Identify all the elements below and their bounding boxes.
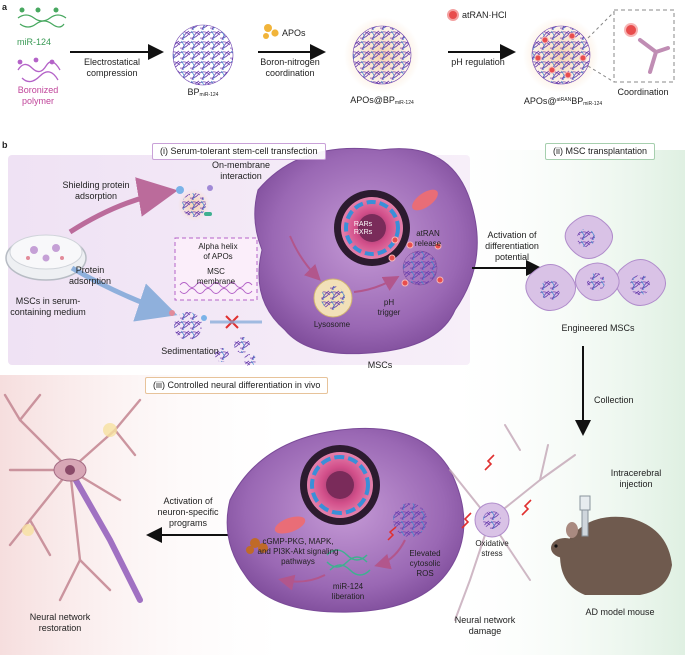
oxidative-label-1: Oxidative xyxy=(475,539,509,548)
intracerebral-label-2: injection xyxy=(619,479,653,489)
sedimentation-label: Sedimentation xyxy=(161,346,219,356)
polymer-label-2: polymer xyxy=(21,96,55,106)
protein-label-1: Protein xyxy=(75,265,105,275)
msc-membrane-label-2: membrane xyxy=(196,277,236,286)
polymer-label-1: Boronized xyxy=(17,85,59,95)
section-ii-tag: (ii) MSC transplantation xyxy=(545,143,656,160)
step1-label-1: Electrostatical xyxy=(83,57,141,67)
atran-release-label-1: atRAN xyxy=(416,229,440,238)
activation-neuron-label-1: Activation of xyxy=(163,496,213,506)
intracerebral-label-1: Intracerebral xyxy=(610,468,662,478)
ph-regulation-label: pH regulation xyxy=(451,57,505,67)
lysosome-label: Lysosome xyxy=(313,320,351,329)
step2-label-1: Boron-nitrogen xyxy=(260,57,320,67)
alpha-helix-label-1: Alpha helix xyxy=(198,242,238,251)
restoration-label-1: Neural network xyxy=(29,612,91,622)
apos-bp-label: APOs@BPmiR-124 xyxy=(350,95,414,106)
on-membrane-label-2: interaction xyxy=(220,171,262,181)
atran-release-label-2: release xyxy=(414,239,442,248)
oxidative-label-2: stress xyxy=(481,549,503,558)
ph-trigger-label-1: pH xyxy=(383,298,395,307)
rars-label-1: RARs xyxy=(353,221,373,228)
pathways-label-1: cGMP-PKG, MAPK, xyxy=(262,537,334,546)
msc-medium-label-1: MSCs in serum- xyxy=(15,296,81,306)
atran-label: atRAN·HCl xyxy=(462,10,507,20)
section-i-tag: (i) Serum-tolerant stem-cell transfectio… xyxy=(152,143,326,160)
mir-label: miR-124 xyxy=(17,37,52,47)
ad-mouse-label: AD model mouse xyxy=(585,607,655,617)
activation-diff-label-1: Activation of xyxy=(487,230,537,240)
pathways-label-3: pathways xyxy=(281,557,315,566)
elevated-ros-label-2: cytosolic xyxy=(409,559,441,568)
section-iii-tag: (iii) Controlled neural differentiation … xyxy=(145,377,329,394)
restoration-label-2: restoration xyxy=(38,623,82,633)
final-product-label: APOs@atRANBPmiR-124 xyxy=(523,96,603,107)
panel-b-letter: b xyxy=(2,140,8,150)
mscs-label: MSCs xyxy=(367,360,393,370)
collection-label: Collection xyxy=(594,395,634,405)
step1-label-2: compression xyxy=(86,68,138,78)
rars-label-2: RXRs xyxy=(353,229,373,236)
on-membrane-label-1: On-membrane xyxy=(211,160,271,170)
panel-a-letter: a xyxy=(2,2,8,12)
neural-damage-label-1: Neural network xyxy=(454,615,516,625)
activation-diff-label-2: differentiation xyxy=(485,241,539,251)
bp-label: BPmiR-124 xyxy=(187,87,219,98)
coordination-label: Coordination xyxy=(617,87,669,97)
neural-damage-label-2: damage xyxy=(468,626,502,636)
mir-liberation-label-2: liberation xyxy=(331,592,365,601)
alpha-helix-label-2: of APOs xyxy=(203,252,233,261)
shielding-label-2: adsorption xyxy=(74,191,118,201)
elevated-ros-label-1: Elevated xyxy=(409,549,441,558)
ph-trigger-label-2: trigger xyxy=(377,308,401,317)
msc-membrane-label-1: MSC xyxy=(207,267,225,276)
activation-neuron-label-3: programs xyxy=(168,518,208,528)
engineered-mscs-label: Engineered MSCs xyxy=(561,323,635,333)
msc-medium-label-2: containing medium xyxy=(10,307,86,317)
elevated-ros-label-3: ROS xyxy=(416,569,434,578)
step2-label-2: coordination xyxy=(265,68,315,78)
mir-liberation-label-1: miR-124 xyxy=(332,582,364,591)
shielding-label-1: Shielding protein xyxy=(62,180,130,190)
protein-label-2: adsorption xyxy=(68,276,112,286)
activation-neuron-label-2: neuron-specific xyxy=(157,507,219,517)
apos-label: APOs xyxy=(282,28,306,38)
pathways-label-2: and PI3K-Akt signaling xyxy=(257,547,339,556)
activation-diff-label-3: potential xyxy=(494,252,530,262)
